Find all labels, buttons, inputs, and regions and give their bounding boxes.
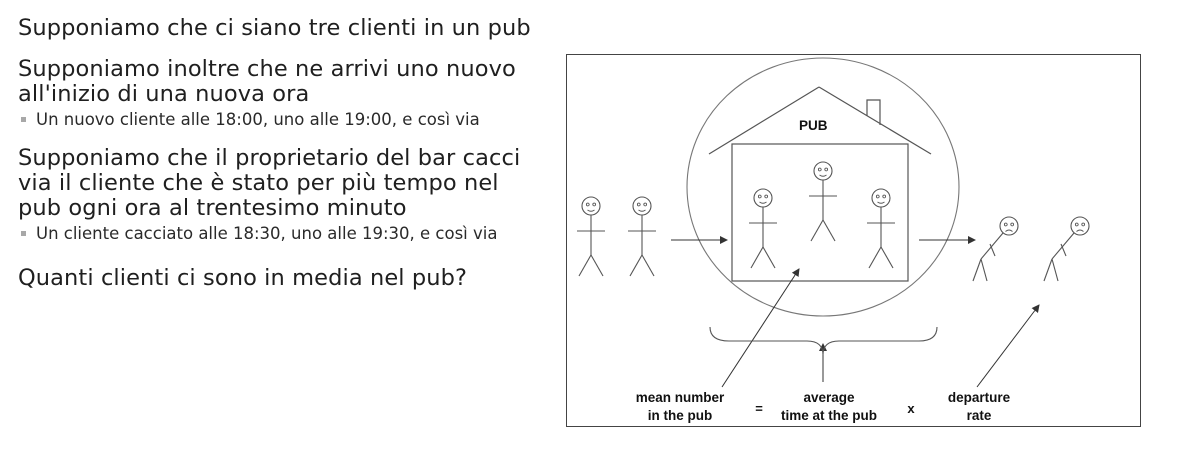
arriving-customer-2 <box>627 196 657 277</box>
departing-customer-2 <box>1043 216 1090 282</box>
system-circle <box>686 57 960 317</box>
times-sign: x <box>907 401 915 416</box>
customer-inside-3 <box>866 188 896 269</box>
pub-label: PUB <box>799 118 828 133</box>
departing-customer-1 <box>972 216 1019 282</box>
bullet-1: Supponiamo che ci siano tre clienti in u… <box>18 15 531 41</box>
avg-time-line2: time at the pub <box>781 408 877 423</box>
bullet-4: Quanti clienti ci sono in media nel pub? <box>18 265 468 291</box>
departure-rate-line1: departure <box>948 390 1011 405</box>
sub-bullet-2: Un nuovo cliente alle 18:00, uno alle 19… <box>18 110 548 130</box>
bullet-2: Supponiamo inoltre che ne arrivi uno nuo… <box>18 56 516 107</box>
rate-pointer <box>976 304 1040 388</box>
slide-text: Supponiamo che ci siano tre clienti in u… <box>18 12 548 291</box>
time-brace <box>709 326 938 356</box>
arriving-customer-1 <box>576 196 606 277</box>
mean-number-pointer <box>721 268 800 388</box>
pub-house <box>708 86 932 282</box>
mean-number-line1: mean number <box>636 390 725 405</box>
pub-diagram: PUB mean number in the pub = average tim… <box>566 54 1141 427</box>
mean-number-line2: in the pub <box>648 408 713 423</box>
bullet-3: Supponiamo che il proprietario del bar c… <box>18 145 521 221</box>
avg-time-line1: average <box>803 390 855 405</box>
customer-inside-2 <box>808 161 838 242</box>
sub-bullet-3: Un cliente cacciato alle 18:30, uno alle… <box>18 224 548 244</box>
equals-sign: = <box>755 401 763 416</box>
customer-inside-1 <box>748 188 778 269</box>
departure-rate-line2: rate <box>967 408 992 423</box>
